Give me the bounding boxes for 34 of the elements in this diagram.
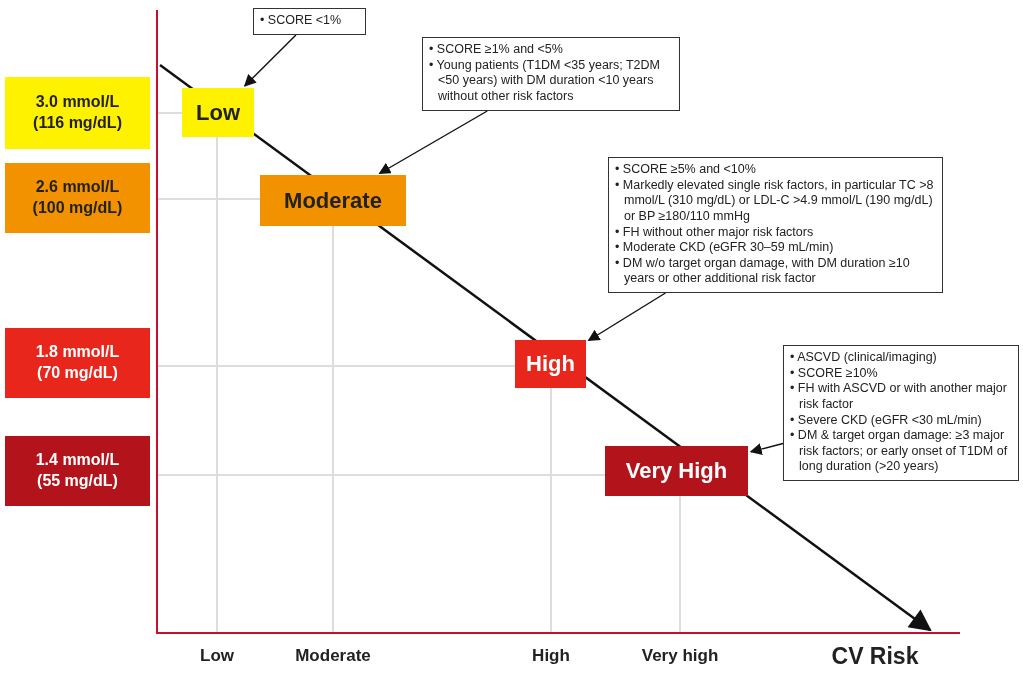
bullet-text: • FH with ASCVD or with another major risk factor <box>790 381 1008 413</box>
bullet-text: • Markedly elevated single risk factors, in particular TC >8 mmol/L (310 mg/dL) or LDL-C >4.9 mmol/L (190 mg/dL) or BP ≥180/110 mmHg <box>615 177 935 225</box>
risk-level-box: Moderate <box>260 175 406 226</box>
axis-label: Very high <box>641 646 719 666</box>
risk-level-box: High <box>515 340 586 388</box>
ldl-target-box: 3.0 mmol/L (116 mg/dL) <box>5 77 150 149</box>
bullet-text: • SCORE ≥10% <box>790 365 879 382</box>
risk-level-box: Very High <box>605 446 748 496</box>
bullet-text: • DM & target organ damage: ≥3 major risk factors; or early onset of T1DM of long duration (>20 years) <box>790 428 1009 475</box>
axis-title: CV Risk <box>831 643 919 670</box>
ldl-target-box: 2.6 mmol/L (100 mg/dL) <box>5 163 150 233</box>
bullet-text: • Severe CKD (eGFR <30 mL/min) <box>790 412 983 429</box>
arrow <box>749 442 784 455</box>
axis-label: Moderate <box>295 646 371 666</box>
arrow <box>378 110 488 175</box>
bullet-text: • Moderate CKD (eGFR 30–59 mL/min) <box>615 240 835 256</box>
bullet-text: • SCORE ≥5% and <10% <box>615 162 757 178</box>
callout-box <box>253 8 366 35</box>
axis-label: High <box>532 646 570 666</box>
bullet-text: • ASCVD (clinical/imaging) <box>790 350 938 366</box>
bullet-text: • SCORE <1% <box>260 13 343 29</box>
bullet-text: • Young patients (T1DM <35 years; T2DM <50 years) with DM duration <10 years without other risk factors <box>429 57 661 105</box>
bullet-text: • SCORE ≥1% and <5% <box>429 42 564 58</box>
arrow <box>587 292 667 342</box>
arrow <box>243 34 297 87</box>
ldl-target-box: 1.8 mmol/L (70 mg/dL) <box>5 328 150 398</box>
axis-label: Low <box>200 646 234 666</box>
callout-box <box>783 345 1019 481</box>
ldl-target-box: 1.4 mmol/L (55 mg/dL) <box>5 436 150 506</box>
callout-box <box>422 37 680 111</box>
risk-level-box: Low <box>182 88 254 137</box>
callout-box <box>608 157 943 293</box>
bullet-text: • FH without other major risk factors <box>615 224 815 241</box>
bullet-text: • DM w/o target organ damage, with DM duration ≥10 years or other additional risk factor <box>615 255 911 287</box>
